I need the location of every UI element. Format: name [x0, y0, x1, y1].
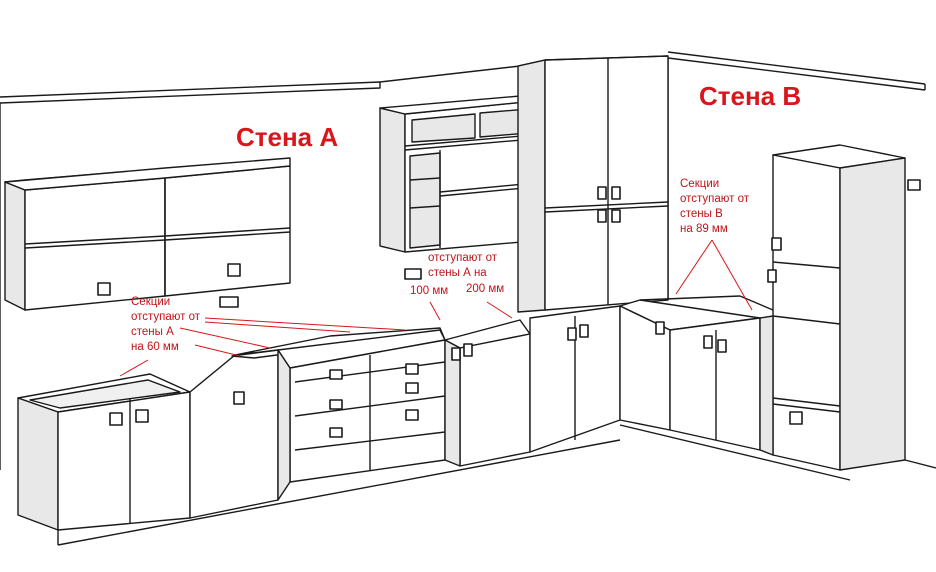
note-right-line-3: стены В — [680, 208, 723, 220]
wall-a-label: Стена А — [236, 122, 339, 152]
tall-cabinet-right — [772, 144, 906, 471]
tall-cabinet-center — [517, 55, 669, 313]
open-shelf-unit — [379, 95, 546, 253]
note-middle: отступают от стены А на — [428, 251, 497, 281]
note-right-line-2: отступают от — [680, 193, 750, 205]
note-left-line-4: на 60 мм — [131, 341, 179, 353]
note-left: Секции отступают от стены А на 60 мм — [131, 295, 200, 355]
wall-cabinet-left — [4, 157, 291, 311]
note-right-line-4: на 89 мм — [680, 223, 728, 235]
note-left-line-1: Секции — [131, 296, 171, 308]
handles — [97, 179, 921, 438]
note-middle-100: 100 мм — [410, 285, 449, 297]
note-left-line-3: стены А — [131, 326, 174, 338]
note-middle-200: 200 мм — [466, 283, 505, 295]
note-left-line-2: отступают от — [131, 311, 201, 323]
base-cabinets — [17, 295, 851, 546]
note-right: Секции отступают от стены В на 89 мм — [680, 177, 749, 237]
wall-b-label: Стена В — [699, 81, 802, 111]
note-middle-line-1: отступают от — [428, 252, 498, 264]
note-middle-line-2: стены А на — [428, 267, 487, 279]
annotation-lines — [119, 239, 753, 377]
note-right-line-1: Секции — [680, 178, 720, 190]
